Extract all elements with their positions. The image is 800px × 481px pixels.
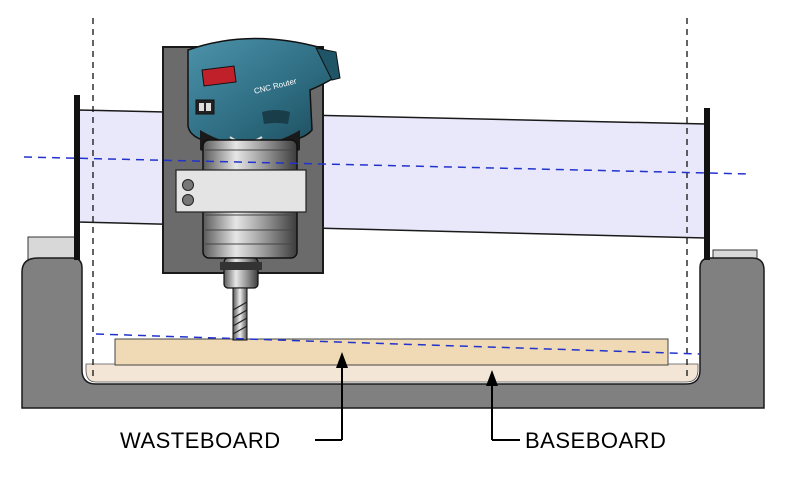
wasteboard-label: WASTEBOARD (120, 428, 281, 453)
right-post (704, 108, 710, 260)
left-post (74, 95, 80, 260)
machine-frame (21, 257, 765, 409)
clamp-bolt-bottom (182, 194, 194, 206)
clamp-bolt-top (182, 179, 194, 191)
surface-alignment-line (95, 333, 701, 355)
baseboard (85, 363, 699, 383)
baseboard-label: BASEBOARD (525, 428, 667, 453)
wasteboard (114, 338, 669, 366)
baseboard-arrow-icon (486, 370, 520, 441)
wasteboard-arrow-icon (315, 352, 348, 441)
left-bracket-plate (27, 236, 77, 262)
router-display (201, 65, 237, 87)
router-mount-clamp (175, 169, 307, 213)
gantry-alignment-line (23, 156, 751, 175)
